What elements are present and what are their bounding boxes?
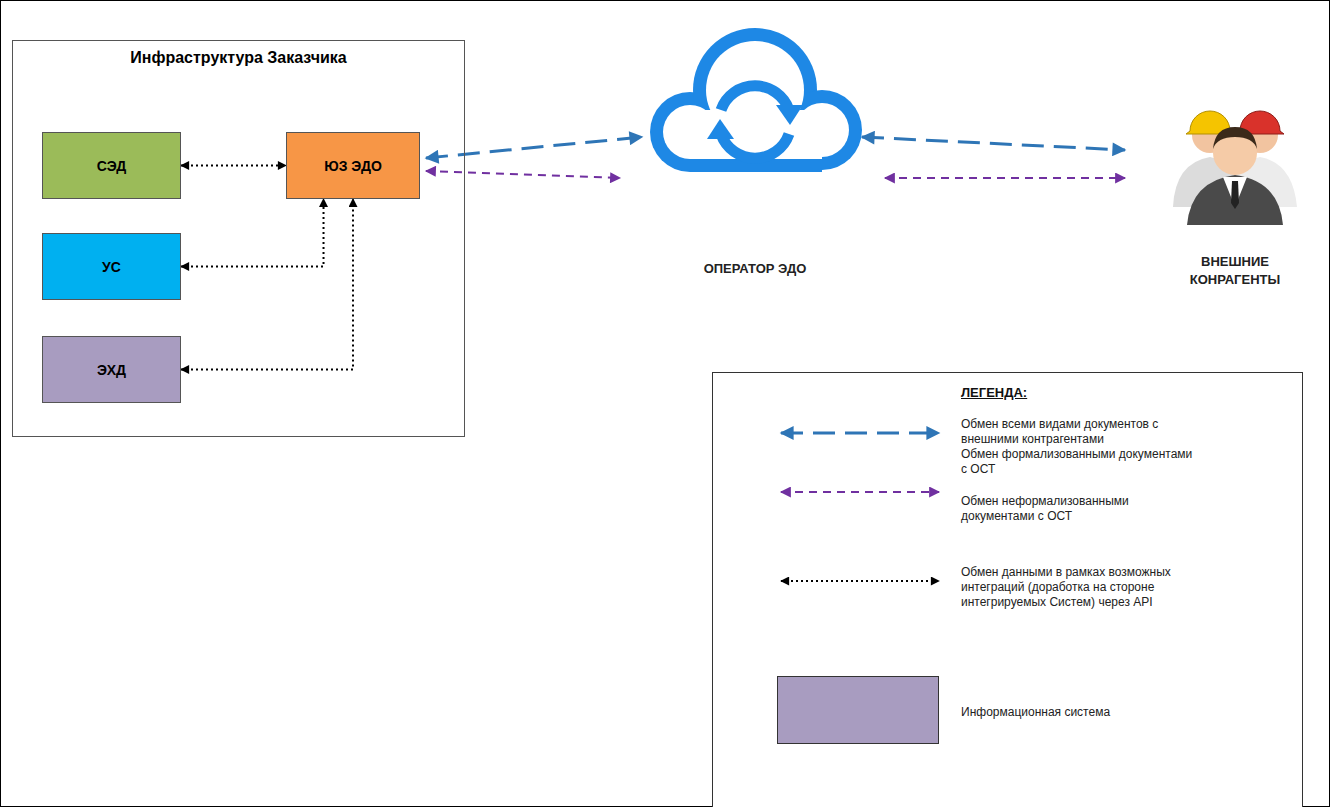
cloud-icon: [640, 10, 870, 220]
exchange-link: [426, 171, 620, 178]
legend-line: [781, 580, 939, 582]
group-title: Инфраструктура Заказчика: [13, 41, 464, 67]
legend-text: Обмен неформализованными документами с О…: [961, 494, 1195, 524]
exchange-link: [885, 177, 1125, 179]
polygon-shape: [776, 105, 803, 125]
rect-shape: [690, 110, 822, 159]
system-box: ЮЗ ЭДО: [286, 132, 420, 199]
system-name: УС: [94, 259, 129, 275]
legend-text: Обмен данными в рамках возможных интегра…: [961, 565, 1195, 610]
path-shape: [1231, 181, 1239, 209]
legend-line-sample: [777, 482, 943, 502]
exchange-link: [426, 137, 642, 158]
system-box: УС: [42, 233, 181, 300]
legend-text: Обмен формализованными документами с ОСТ: [961, 447, 1195, 477]
integration-link: [181, 165, 286, 167]
system-box: СЭД: [42, 132, 181, 199]
legend-title: ЛЕГЕНДА:: [961, 385, 1027, 400]
legend-line: [781, 491, 939, 493]
cloud-inner: [663, 41, 849, 159]
legend-swatch: [777, 676, 939, 744]
system-box: ЭХД: [42, 336, 181, 403]
legend-line: [781, 432, 939, 435]
counterparty-node: ВНЕШНИЕ КОНРАГЕНТЫ: [1150, 85, 1320, 288]
system-name: ЭХД: [89, 362, 134, 378]
path-shape: [1187, 175, 1283, 225]
system-name: ЮЗ ЭДО: [316, 158, 390, 174]
exchange-link: [862, 137, 1125, 150]
polygon-shape: [707, 119, 734, 139]
manager: [1187, 127, 1283, 225]
operator-node: ОПЕРАТОР ЭДО: [630, 10, 880, 278]
system-name: СЭД: [89, 158, 135, 174]
infrastructure-group: Инфраструктура ЗаказчикаСЭД ЮЗ ЭДО УС ЭХД: [12, 40, 465, 437]
cloud-outline: [650, 28, 862, 172]
sync-arrows: [707, 86, 803, 158]
legend-line-sample: [777, 571, 943, 591]
counterparty-label: ВНЕШНИЕ КОНРАГЕНТЫ: [1170, 253, 1300, 288]
integration-link: [181, 199, 353, 370]
legend-box: ЛЕГЕНДА: Обмен всеми видами документов с …: [712, 372, 1303, 807]
people-icon: [1165, 85, 1305, 225]
legend-line-sample: [777, 423, 943, 443]
integration-link: [181, 199, 324, 267]
legend-text: Информационная система: [961, 705, 1195, 720]
operator-label: ОПЕРАТОР ЭДО: [635, 260, 875, 278]
legend-text: Обмен всеми видами документов с внешними…: [961, 417, 1195, 447]
path-shape: [1213, 127, 1257, 149]
